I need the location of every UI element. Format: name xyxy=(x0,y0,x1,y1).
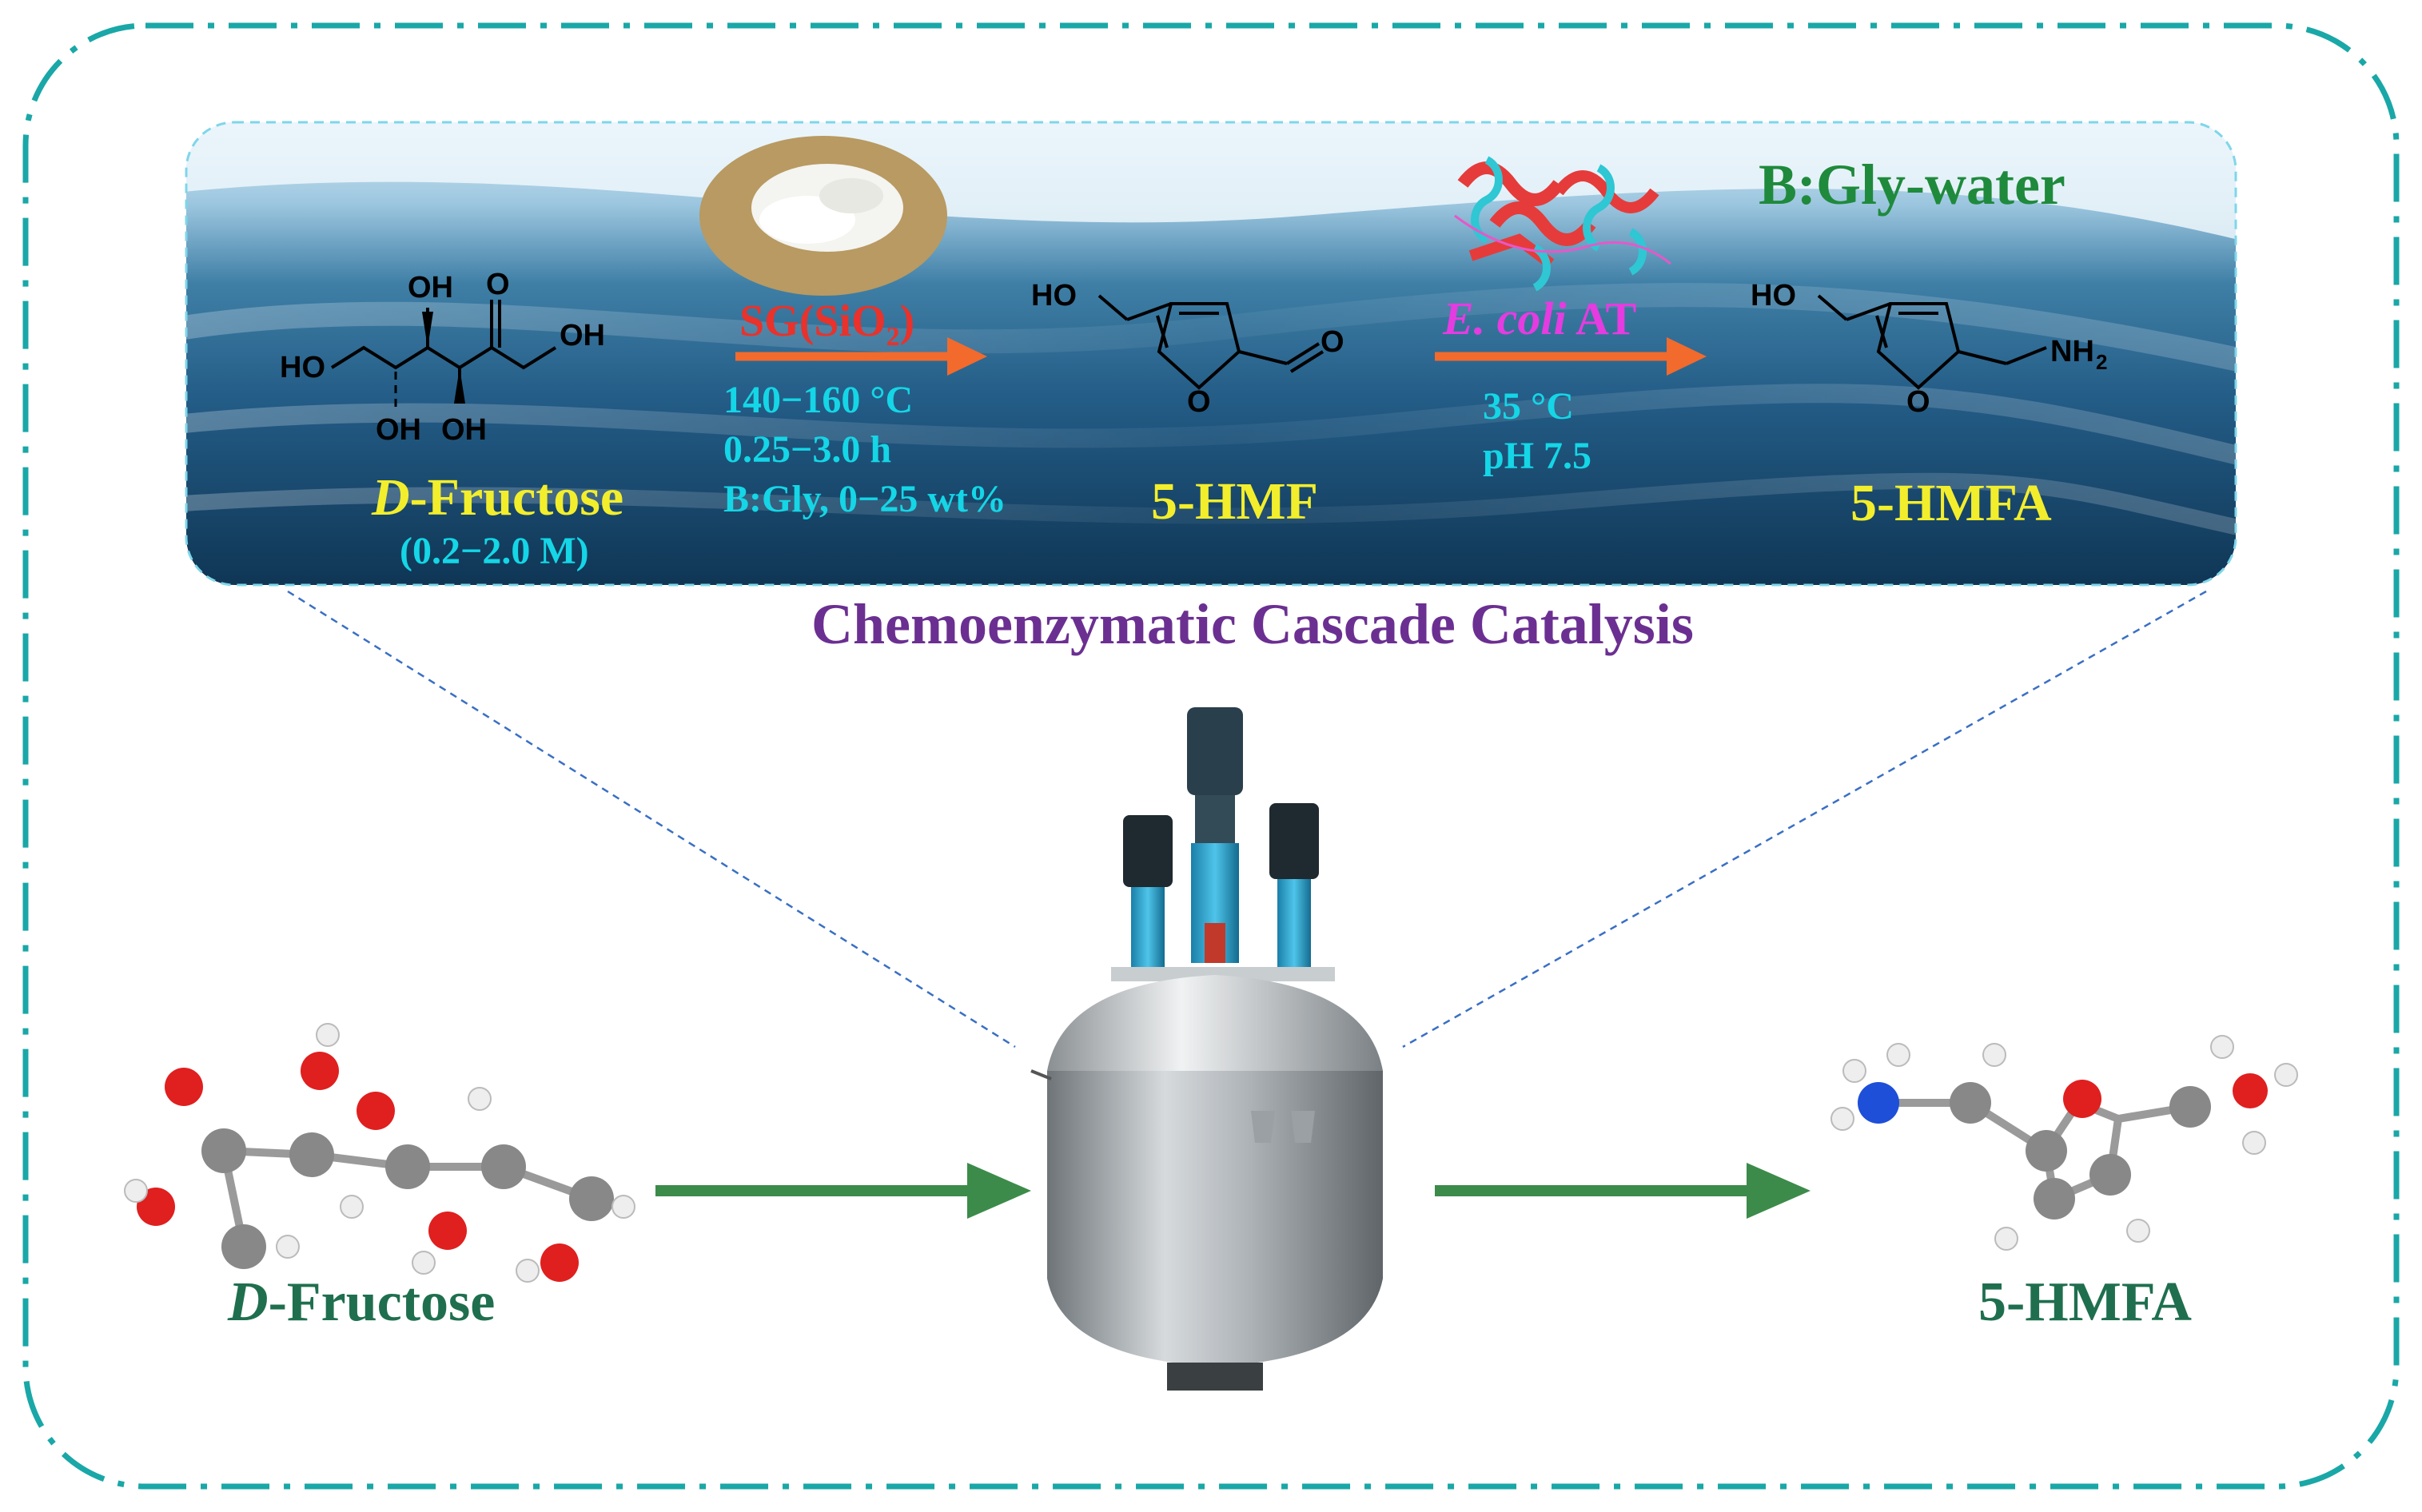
step2-conditions: 35 °C pH 7.5 xyxy=(1483,382,1591,481)
svg-text:2: 2 xyxy=(2096,350,2107,374)
bottom-left-label-rest: -Fructose xyxy=(268,1271,496,1333)
step1-catalyst-close: ) xyxy=(899,296,915,346)
step2-catalyst: E. coli AT xyxy=(1443,292,1636,345)
figure-title: Chemoenzymatic Cascade Catalysis xyxy=(811,592,1694,656)
hmfa-ball-model xyxy=(1830,1035,2298,1251)
svg-text:OH: OH xyxy=(408,271,453,304)
svg-text:O: O xyxy=(1187,385,1211,419)
bottom-left-label: D-Fructose xyxy=(228,1271,495,1335)
svg-text:OH: OH xyxy=(441,413,487,447)
hmf-structure: HO O O xyxy=(1031,279,1344,419)
svg-text:O: O xyxy=(486,268,510,301)
reactor-photo xyxy=(1030,707,1383,1391)
bottom-right-label: 5-HMFA xyxy=(1978,1271,2192,1333)
svg-text:OH: OH xyxy=(376,413,421,447)
fructose-structure: HO OH O OH OH OH xyxy=(280,268,605,447)
step1-condition-time: 0.25−3.0 h xyxy=(723,428,892,471)
step2-catalyst-enzyme: AT xyxy=(1575,292,1637,344)
product-name: 5-HMFA xyxy=(1850,474,2052,532)
zoom-line-right xyxy=(1402,590,2207,1048)
hmfa-structure: HO O NH 2 xyxy=(1751,279,2107,419)
step2-condition-ph: pH 7.5 xyxy=(1483,435,1592,477)
svg-text:O: O xyxy=(1906,385,1930,419)
step1-catalyst-text: SG(SiO xyxy=(739,296,886,346)
medium-label: B:Gly-water xyxy=(1759,153,2065,217)
silica-gel-photo xyxy=(699,136,947,296)
step1-catalyst: SG(SiO2) xyxy=(739,296,914,352)
step1-catalyst-subscript: 2 xyxy=(886,322,900,352)
reactant-concentration: (0.2−2.0 M) xyxy=(400,530,589,572)
enzyme-structure xyxy=(1454,156,1671,292)
step2-condition-temp: 35 °C xyxy=(1483,385,1574,428)
svg-text:HO: HO xyxy=(1751,279,1796,312)
step1-condition-temp: 140−160 °C xyxy=(723,379,914,421)
svg-text:OH: OH xyxy=(560,319,605,352)
svg-text:O: O xyxy=(1321,325,1344,359)
step1-condition-solvent: B:Gly, 0−25 wt% xyxy=(723,478,1007,520)
svg-text:HO: HO xyxy=(280,351,325,384)
fructose-ball-model xyxy=(124,1023,635,1283)
reactant-name-prefix: D xyxy=(372,468,410,527)
reactant-name-rest: -Fructose xyxy=(409,468,624,527)
bottom-left-label-prefix: D xyxy=(228,1271,269,1333)
step2-catalyst-organism: E. coli xyxy=(1443,292,1567,344)
process-arrows xyxy=(655,1163,1811,1219)
zoom-line-left xyxy=(287,590,1016,1048)
water-panel xyxy=(185,121,2237,587)
reactant-name: D-Fructose xyxy=(372,468,623,528)
intermediate-name: 5-HMF xyxy=(1151,472,1318,531)
svg-text:NH: NH xyxy=(2050,335,2094,368)
step1-conditions: 140−160 °C 0.25−3.0 h B:Gly, 0−25 wt% xyxy=(723,376,1006,524)
reaction-arrows xyxy=(735,337,1707,376)
svg-text:HO: HO xyxy=(1031,279,1077,312)
